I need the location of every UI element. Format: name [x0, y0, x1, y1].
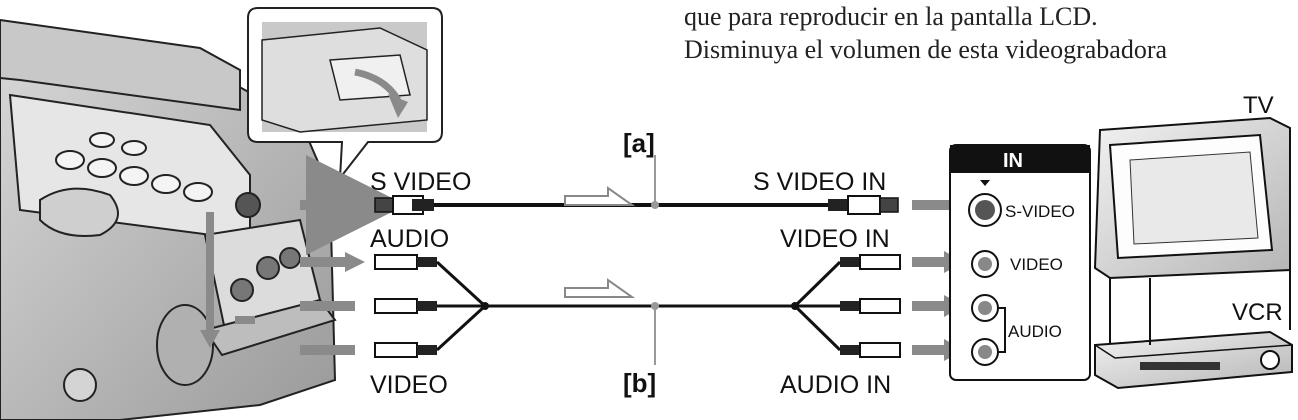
tv-label: TV — [1243, 92, 1274, 119]
video-in-label: VIDEO IN — [780, 225, 890, 253]
zoom-callout — [247, 7, 443, 182]
input-panel — [949, 144, 1091, 381]
instruction-line-2: Disminuya el volumen de esta videograbad… — [684, 35, 1168, 64]
s-video-in-label: S VIDEO IN — [753, 168, 886, 196]
tv-illustration — [1093, 116, 1291, 350]
input-panel-header: IN — [1003, 150, 1023, 172]
vcr-label: VCR — [1232, 299, 1283, 326]
cable-tag-a: [a] — [623, 128, 655, 158]
camcorder-video-label: VIDEO — [370, 371, 448, 399]
instruction-text: que para reproducir en la pantalla LCD. … — [684, 0, 1298, 66]
cable-tag-b: [b] — [623, 368, 656, 398]
instruction-line-1: que para reproducir en la pantalla LCD. — [684, 2, 1098, 31]
av-cable — [300, 251, 964, 361]
input-audio-label: AUDIO — [1008, 322, 1062, 341]
input-s-video-label: S-VIDEO — [1005, 202, 1075, 221]
audio-in-label: AUDIO IN — [780, 371, 891, 399]
camcorder-audio-label: AUDIO — [370, 225, 449, 253]
camcorder-s-video-label: S VIDEO — [370, 168, 471, 196]
vcr-illustration — [1094, 330, 1293, 390]
input-video-label: VIDEO — [1010, 255, 1063, 274]
